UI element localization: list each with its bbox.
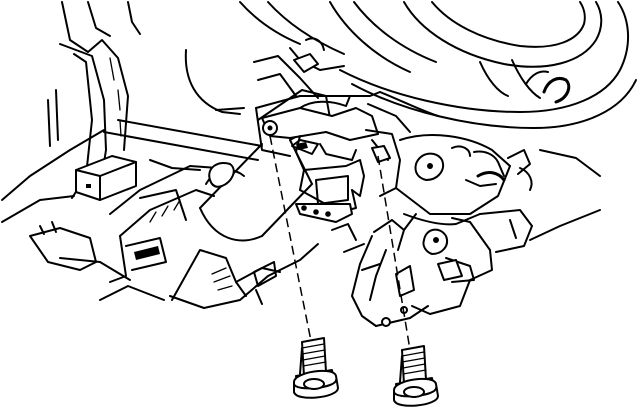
instrument-panel-support xyxy=(331,134,533,327)
column-mounting-bracket xyxy=(255,91,401,223)
mounting-bolt xyxy=(393,345,439,407)
mounting-bolt xyxy=(293,337,339,399)
relay-box xyxy=(75,155,137,201)
bolt-alignment-lines xyxy=(269,135,413,363)
steering-column xyxy=(169,89,331,309)
lower-bracket-left xyxy=(29,159,219,283)
instrument-panel-frame xyxy=(1,1,263,223)
floor-outline xyxy=(59,149,601,301)
steering-wheel xyxy=(184,1,637,133)
